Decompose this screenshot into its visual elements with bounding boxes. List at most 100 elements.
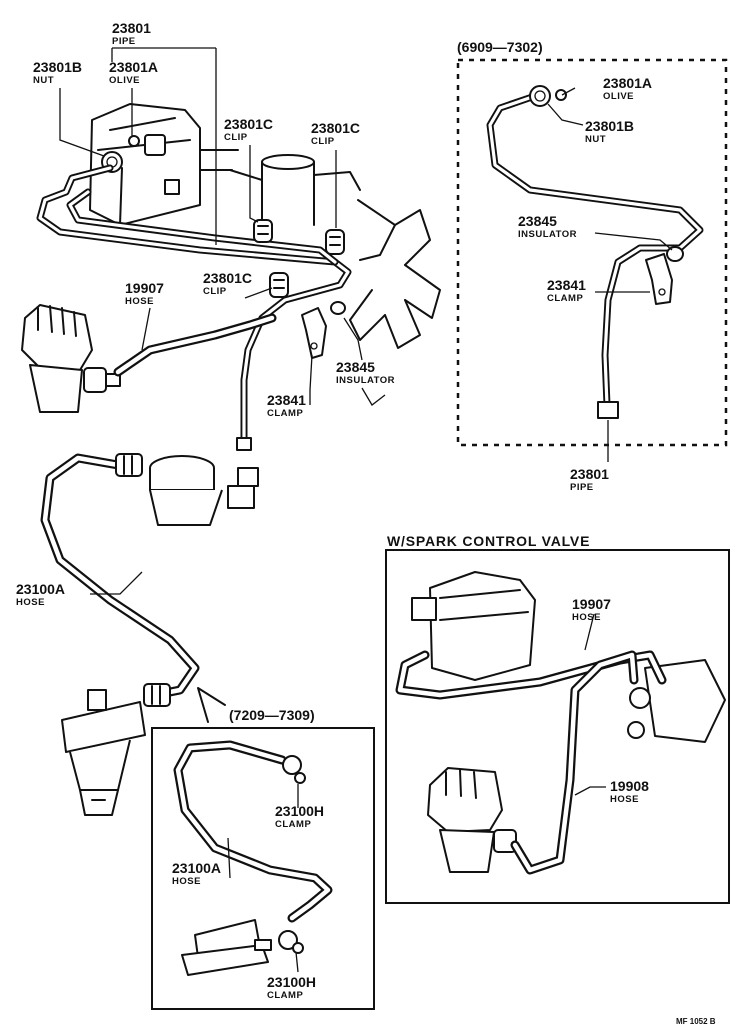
callout-number: 23845 — [518, 213, 557, 229]
callout-23845-insulator: 23845 INSULATOR — [336, 359, 395, 386]
drawing-code: MF 1052 B — [676, 1017, 716, 1026]
callout-number: 23801 — [570, 466, 609, 482]
leader-lines — [59, 47, 673, 973]
callout-number: 23100A — [172, 860, 221, 876]
insulator-main — [330, 301, 346, 315]
callout-number: 23801A — [603, 75, 652, 91]
callout-spark-19907-hose: 19907 HOSE — [572, 596, 611, 623]
spark-carburetor — [411, 571, 536, 681]
inset-range-pipe: (6909—7302) — [457, 39, 543, 55]
callout-name: PIPE — [570, 482, 594, 493]
callout-name: NUT — [585, 134, 606, 145]
spark-inset-frame — [385, 549, 730, 904]
callout-number: 23100A — [16, 581, 65, 597]
callout-number: 23100H — [267, 974, 316, 990]
carb-olive — [128, 135, 140, 147]
callout-23801a-olive: 23801A OLIVE — [109, 59, 158, 86]
callout-number: 23100H — [275, 803, 324, 819]
clip-b — [325, 229, 345, 255]
inset-olive — [555, 89, 567, 101]
callout-number: 23801B — [33, 59, 82, 75]
callout-number: 23801B — [585, 118, 634, 134]
callout-name: HOSE — [572, 612, 601, 623]
callout-name: CLAMP — [547, 293, 583, 304]
spark-control-valve — [627, 659, 726, 743]
callout-inset-23100h-clamp-b: 23100H CLAMP — [267, 974, 316, 1001]
callout-name: INSULATOR — [518, 229, 577, 240]
inset-pipe — [486, 92, 704, 409]
callout-number: 23801C — [203, 270, 252, 286]
callout-23100a-hose: 23100A HOSE — [16, 581, 65, 608]
clip-a — [253, 219, 273, 243]
carburetor — [89, 103, 239, 226]
inset-clamp-top — [282, 755, 306, 784]
callout-inset-23801a-olive: 23801A OLIVE — [603, 75, 652, 102]
clip-c — [269, 272, 289, 298]
callout-name: NUT — [33, 75, 54, 86]
air-cleaner — [229, 154, 361, 231]
callout-inset-23801b-nut: 23801B NUT — [585, 118, 634, 145]
callout-name: INSULATOR — [336, 375, 395, 386]
inset-filter — [181, 919, 272, 976]
callout-spark-19908-hose: 19908 HOSE — [610, 778, 649, 805]
callout-23801c-clip-a: 23801C CLIP — [224, 116, 273, 143]
callout-name: CLAMP — [267, 990, 303, 1001]
callout-name: HOSE — [125, 296, 154, 307]
callout-name: PIPE — [112, 36, 136, 47]
callout-number: 23801 — [112, 20, 151, 36]
inset-insulator — [666, 246, 684, 262]
hose-inset-frame — [151, 727, 375, 1010]
hose-connector-bottom — [143, 683, 171, 707]
inset-hose — [173, 740, 333, 923]
hose-connector-top — [115, 453, 143, 477]
callout-number: 19907 — [572, 596, 611, 612]
callout-name: HOSE — [172, 876, 201, 887]
callout-inset-23801-pipe: 23801 PIPE — [570, 466, 609, 493]
callout-number: 23801C — [311, 120, 360, 136]
callout-23801c-clip-b: 23801C CLIP — [311, 120, 360, 147]
callout-name: CLIP — [203, 286, 227, 297]
fuel-pipe — [36, 164, 352, 444]
callout-name: HOSE — [610, 794, 639, 805]
inset-range-hose: (7209—7309) — [229, 707, 315, 723]
callout-23801-pipe: 23801 PIPE — [112, 20, 151, 47]
callout-name: CLAMP — [275, 819, 311, 830]
pipe-nut-bottom — [236, 437, 252, 451]
callout-23801c-clip-c: 23801C CLIP — [203, 270, 252, 297]
inset-clamp — [645, 253, 673, 305]
callout-name: CLIP — [224, 132, 248, 143]
distributor-main — [21, 304, 121, 413]
inset-nut — [529, 85, 551, 107]
callout-number: 19908 — [610, 778, 649, 794]
cooling-fan — [349, 199, 441, 349]
callout-inset-23100a-hose: 23100A HOSE — [172, 860, 221, 887]
spark-inset-title: W/SPARK CONTROL VALVE — [387, 533, 590, 549]
callout-number: 19907 — [125, 280, 164, 296]
callout-19907-hose: 19907 HOSE — [125, 280, 164, 307]
inset-pipe-nut — [597, 401, 619, 419]
callout-number: 23801C — [224, 116, 273, 132]
callout-23801b-nut: 23801B NUT — [33, 59, 82, 86]
callout-inset-23841-clamp: 23841 CLAMP — [547, 277, 586, 304]
callout-inset-23845-insulator: 23845 INSULATOR — [518, 213, 577, 240]
callout-number: 23801A — [109, 59, 158, 75]
pipe-inset-frame — [456, 58, 728, 447]
callout-name: CLAMP — [267, 408, 303, 419]
inset-arrow — [197, 687, 226, 723]
callout-name: CLIP — [311, 136, 335, 147]
callout-name: HOSE — [16, 597, 45, 608]
callout-name: OLIVE — [109, 75, 140, 86]
callout-number: 23841 — [267, 392, 306, 408]
callout-23841-clamp: 23841 CLAMP — [267, 392, 306, 419]
callout-inset-23100h-clamp-a: 23100H CLAMP — [275, 803, 324, 830]
callout-number: 23845 — [336, 359, 375, 375]
fuel-pump — [149, 455, 259, 526]
clamp-main — [301, 307, 327, 359]
spark-distributor — [427, 767, 517, 873]
inset-clamp-bottom — [278, 930, 304, 954]
fuel-filter — [61, 689, 146, 816]
callout-name: OLIVE — [603, 91, 634, 102]
callout-number: 23841 — [547, 277, 586, 293]
